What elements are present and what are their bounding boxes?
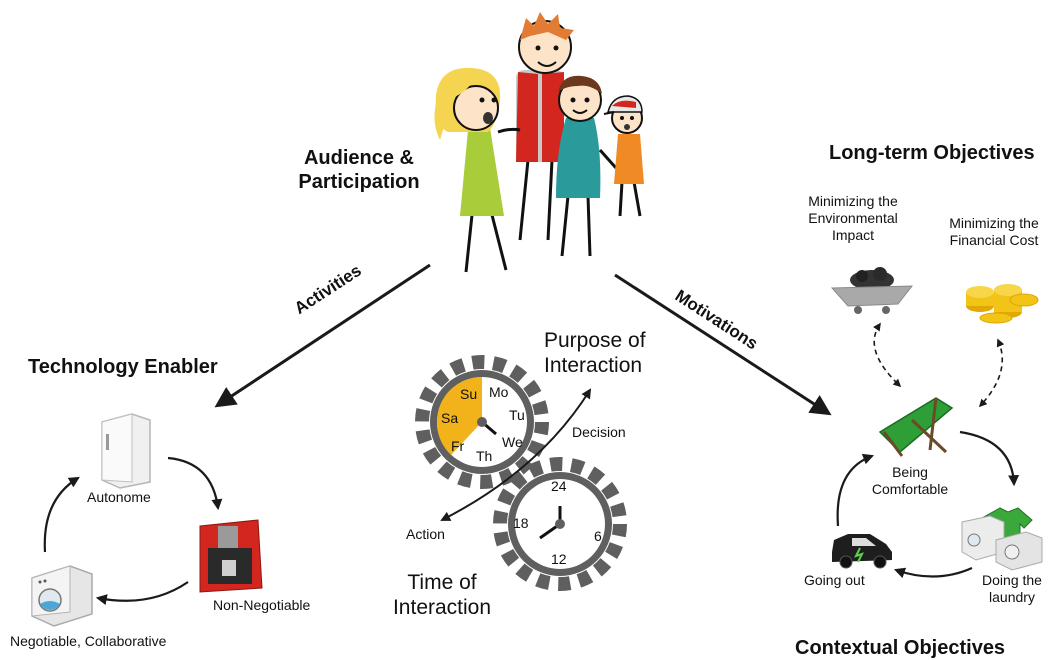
environmental-line2: Environmental <box>808 209 898 226</box>
deck-chair-icon <box>878 397 954 457</box>
doing-laundry-label: Doing the laundry <box>972 572 1052 606</box>
washing-machine-icon <box>31 565 93 627</box>
purpose-line1: Purpose of <box>544 329 646 352</box>
going-out-label: Going out <box>804 572 865 588</box>
financial-line1: Minimizing the <box>949 215 1039 231</box>
child-figure <box>603 95 644 217</box>
time-of-interaction-label: Time of Interaction <box>382 570 502 620</box>
coal-cart-icon <box>830 267 914 314</box>
contextual-objectives-title: Contextual Objectives <box>795 637 1006 659</box>
audience-title: Audience & Participation <box>296 146 422 194</box>
negotiable-collaborative-label: Negotiable, Collaborative <box>10 633 167 649</box>
mother-figure <box>434 67 521 273</box>
purpose-line2: Interaction <box>544 354 643 378</box>
autonome-label: Autonome <box>87 489 151 505</box>
long-term-objectives-title: Long-term Objectives <box>829 142 1035 164</box>
contextual-cycle-arrows <box>836 430 1020 579</box>
weekday-th: Th <box>476 448 493 464</box>
laundry-line1: Doing the <box>982 572 1042 588</box>
environmental-impact-label: Minimizing the Environmental Impact <box>788 193 918 243</box>
activities-arrow <box>214 263 431 408</box>
environmental-line1: Minimizing the <box>808 193 898 209</box>
weekday-tu: Tu <box>509 407 525 423</box>
long-term-dashed-arrows <box>873 322 1005 408</box>
laundry-icon <box>961 507 1043 571</box>
laundry-line2: laundry <box>989 588 1035 605</box>
being-comfortable-label: Being Comfortable <box>860 464 960 498</box>
clock-number-18: 18 <box>513 515 529 531</box>
weekday-we: We <box>502 434 523 450</box>
clock-number-12: 12 <box>551 551 567 567</box>
weekday-mo: Mo <box>489 384 509 400</box>
coffee-machine-icon <box>199 519 263 593</box>
time-line2: Interaction <box>392 596 492 620</box>
action-label: Action <box>406 526 445 542</box>
clock-number-6: 6 <box>594 528 602 544</box>
weekday-fr: Fr <box>451 438 465 454</box>
father-figure <box>516 12 574 241</box>
non-negotiable-label: Non-Negotiable <box>213 597 311 613</box>
action-decision-arrow <box>440 388 592 521</box>
environmental-line3: Impact <box>831 226 874 243</box>
financial-cost-label: Minimizing the Financial Cost <box>934 215 1054 249</box>
comfortable-line1: Being <box>892 464 928 480</box>
audience-title-line1: Audience & <box>303 147 415 169</box>
motivations-arrow <box>614 273 832 416</box>
clock-number-24: 24 <box>551 478 567 494</box>
coins-icon <box>966 284 1039 324</box>
teen-figure <box>556 75 618 257</box>
comfortable-line2: Comfortable <box>871 480 949 497</box>
decision-label: Decision <box>572 424 626 440</box>
audience-title-line2: Participation <box>298 171 420 193</box>
technology-cycle-arrows <box>43 456 223 606</box>
family-illustration <box>434 12 644 273</box>
financial-line2: Financial Cost <box>949 231 1039 248</box>
car-icon <box>832 534 892 569</box>
time-line1: Time of <box>407 571 477 594</box>
purpose-of-interaction-label: Purpose of Interaction <box>544 328 646 378</box>
technology-enabler-title: Technology Enabler <box>28 356 218 378</box>
fridge-icon <box>101 413 151 489</box>
weekday-sa: Sa <box>441 410 459 426</box>
weekday-su: Su <box>460 386 478 402</box>
